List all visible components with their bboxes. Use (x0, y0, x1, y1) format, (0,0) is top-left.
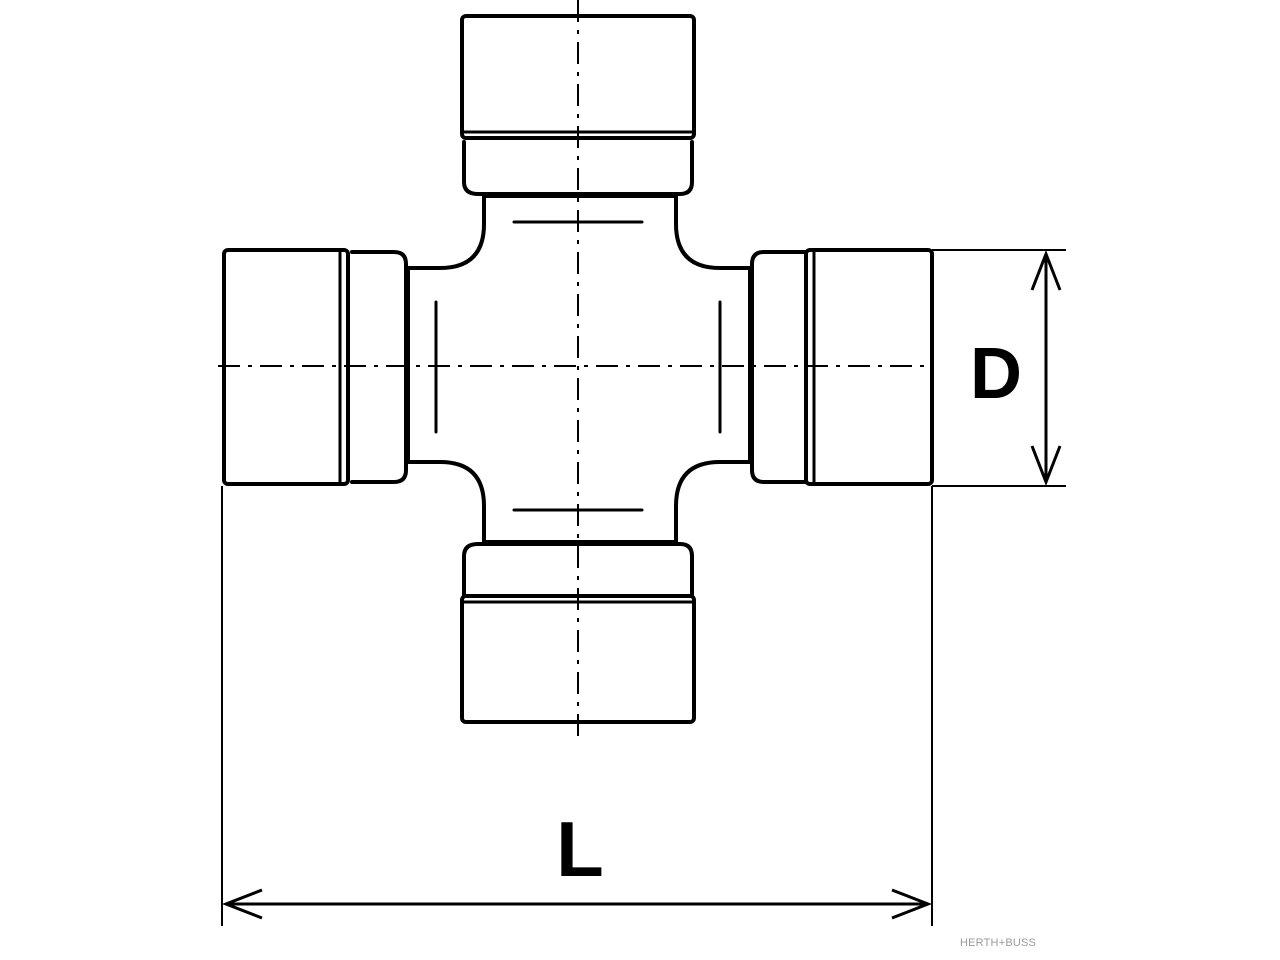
extension-lines (221, 249, 1066, 926)
length-label: L (556, 805, 604, 893)
center-lines (218, 0, 934, 736)
brand-logo: HERTH+BUSS (960, 937, 1036, 949)
brand-logo-text: HERTH+BUSS (960, 937, 1037, 949)
length-dimension (221, 888, 933, 920)
diameter-dimension (1030, 249, 1062, 487)
diameter-label: D (970, 334, 1022, 414)
cross-body (406, 194, 752, 544)
